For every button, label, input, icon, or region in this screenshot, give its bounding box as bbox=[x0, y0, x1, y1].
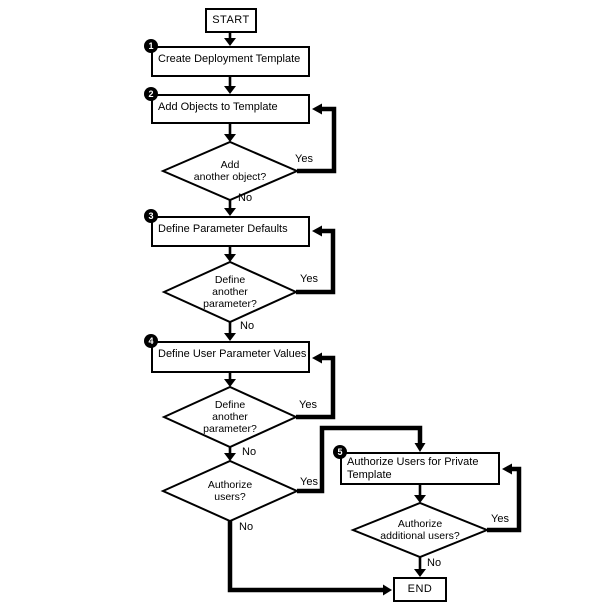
arrowheads bbox=[224, 38, 512, 596]
loop-connectors bbox=[227, 106, 522, 593]
arrowhead-icon bbox=[414, 569, 426, 577]
decision-question: Add another object? bbox=[193, 159, 267, 183]
arrowhead-icon bbox=[224, 86, 236, 94]
arrowhead-icon bbox=[414, 495, 426, 503]
badge-number: 5 bbox=[337, 447, 343, 457]
loop-yes-decision1 bbox=[297, 106, 337, 174]
loop-yes-decision3 bbox=[296, 355, 336, 420]
arrowhead-icon bbox=[312, 352, 322, 364]
yes-label-decision4: Yes bbox=[300, 476, 318, 488]
process-label: Authorize Users for Private Template bbox=[347, 456, 479, 481]
yes-label-decision3: Yes bbox=[299, 399, 317, 411]
flow-connectors bbox=[228, 33, 422, 569]
loop-yes-decision5 bbox=[487, 466, 522, 533]
arrowhead-icon bbox=[224, 134, 236, 142]
process-label: Define Parameter Defaults bbox=[158, 223, 288, 235]
process-label: Add Objects to Template bbox=[158, 101, 278, 113]
step-number-badge-5: 5 bbox=[333, 445, 347, 459]
step-number-badge-3: 3 bbox=[144, 209, 158, 223]
process-create-deployment-template: Create Deployment Template bbox=[151, 46, 310, 77]
no-label-decision4: No bbox=[239, 521, 254, 533]
process-add-objects-to-template: Add Objects to Template bbox=[151, 94, 310, 124]
no-label-decision2: No bbox=[240, 320, 255, 332]
arrowhead-icon bbox=[383, 584, 392, 596]
step-number-badge-2: 2 bbox=[144, 87, 158, 101]
no-label-decision5: No bbox=[427, 557, 442, 569]
badge-number: 1 bbox=[148, 41, 154, 51]
arrowhead-icon bbox=[312, 103, 322, 115]
arrowhead-icon bbox=[224, 38, 236, 46]
start-node: START bbox=[205, 8, 257, 33]
loop-yes-decision2 bbox=[296, 228, 336, 295]
arrowhead-icon bbox=[502, 463, 512, 475]
decision-authorize-additional-users bbox=[350, 501, 490, 559]
no-label-decision3: No bbox=[242, 446, 257, 458]
yes-label-decision5: Yes bbox=[491, 513, 509, 525]
arrowhead-icon bbox=[224, 208, 236, 216]
yes-label-decision1: Yes bbox=[295, 153, 313, 165]
decision-define-another-parameter-2 bbox=[161, 385, 299, 449]
process-define-parameter-defaults: Define Parameter Defaults bbox=[151, 216, 310, 247]
decision-authorize-users bbox=[160, 459, 300, 523]
decision-define-another-parameter-1 bbox=[161, 260, 299, 324]
branch-no-decision4-to-end bbox=[227, 521, 383, 593]
start-label: START bbox=[212, 14, 250, 26]
decision-question: Define another parameter? bbox=[203, 399, 257, 435]
no-label-decision1: No bbox=[238, 192, 253, 204]
badge-number: 4 bbox=[148, 336, 154, 346]
branch-yes-decision4-to-step5 bbox=[297, 425, 423, 494]
arrowhead-icon bbox=[414, 443, 426, 452]
decision-question: Authorize users? bbox=[207, 479, 253, 503]
decision-question: Authorize additional users? bbox=[380, 518, 460, 542]
step-number-badge-1: 1 bbox=[144, 39, 158, 53]
step-number-badge-4: 4 bbox=[144, 334, 158, 348]
badge-number: 2 bbox=[148, 89, 154, 99]
end-label: END bbox=[407, 583, 433, 595]
badge-number: 3 bbox=[148, 211, 154, 221]
decision-question: Define another parameter? bbox=[203, 274, 257, 310]
arrowhead-icon bbox=[224, 379, 236, 387]
yes-label-decision2: Yes bbox=[300, 273, 318, 285]
process-define-user-parameter-values: Define User Parameter Values bbox=[151, 341, 310, 373]
process-label: Define User Parameter Values bbox=[158, 348, 307, 360]
decision-diamonds bbox=[160, 140, 490, 559]
decision-add-another-object bbox=[160, 140, 300, 202]
end-node: END bbox=[393, 577, 447, 602]
arrowhead-icon bbox=[224, 453, 236, 461]
arrowhead-icon bbox=[224, 254, 236, 262]
arrowhead-icon bbox=[224, 333, 236, 341]
process-authorize-users-private-template: Authorize Users for Private Template bbox=[340, 452, 500, 485]
process-label: Create Deployment Template bbox=[158, 53, 301, 65]
arrowhead-icon bbox=[312, 225, 322, 237]
